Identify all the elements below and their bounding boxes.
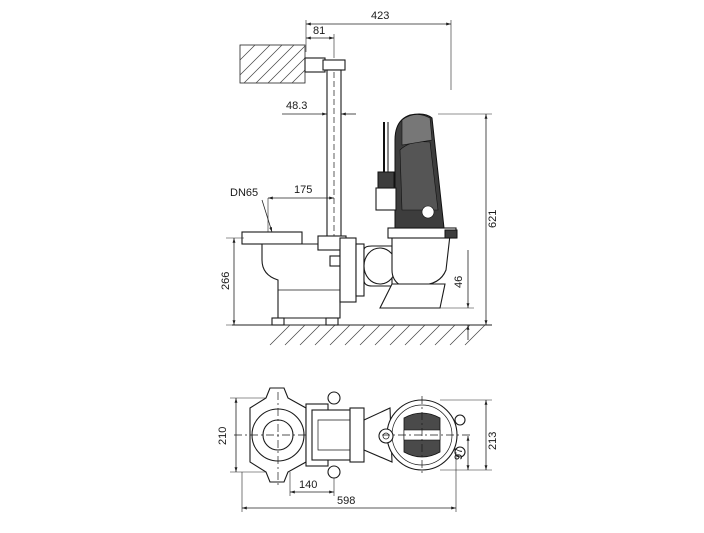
dim-pipe-diameter-label: 48.3 <box>286 100 307 112</box>
dim-overall-height-label: 621 <box>487 210 499 228</box>
dim-outlet-offset: 175 <box>267 184 334 232</box>
dim-total-length: 598 <box>241 452 457 512</box>
guide-pipe <box>304 57 346 241</box>
dim-pump-width-label: 213 <box>487 432 499 450</box>
top-view: 210 213 97 140 598 <box>217 387 499 512</box>
floor-section <box>232 324 492 346</box>
wall-section <box>239 44 306 84</box>
dim-inlet-height: 46 <box>440 250 474 340</box>
dim-pump-half-label: 97 <box>453 448 465 460</box>
dim-overall-width-label: 423 <box>371 10 389 22</box>
dim-left-width: 210 <box>217 397 266 473</box>
dim-left-width-label: 210 <box>217 427 229 445</box>
dim-total-length-label: 598 <box>337 495 355 507</box>
dim-flange-spacing: 140 <box>289 472 335 496</box>
dim-pump-width: 213 <box>440 399 499 471</box>
coupling-top <box>234 387 365 486</box>
dim-flange-spacing-label: 140 <box>299 479 317 491</box>
auto-coupling <box>241 231 365 326</box>
dim-coupling-height-label: 266 <box>220 272 232 290</box>
dim-pipe-diameter: 48.3 <box>282 100 356 116</box>
side-view: 423 81 48.3 175 DN65 621 <box>220 10 499 346</box>
pump-side <box>363 113 458 309</box>
outlet-label: DN65 <box>230 187 258 199</box>
outlet-callout: DN65 <box>230 187 273 233</box>
pump-top <box>363 396 470 476</box>
dim-outlet-offset-label: 175 <box>294 184 312 196</box>
dim-wall-offset-label: 81 <box>313 25 325 37</box>
dim-inlet-height-label: 46 <box>453 276 465 288</box>
dim-coupling-height: 266 <box>220 237 244 326</box>
dim-wall-offset: 81 <box>306 25 335 58</box>
dim-overall-height: 621 <box>438 113 499 325</box>
dim-overall-width: 423 <box>305 10 452 90</box>
